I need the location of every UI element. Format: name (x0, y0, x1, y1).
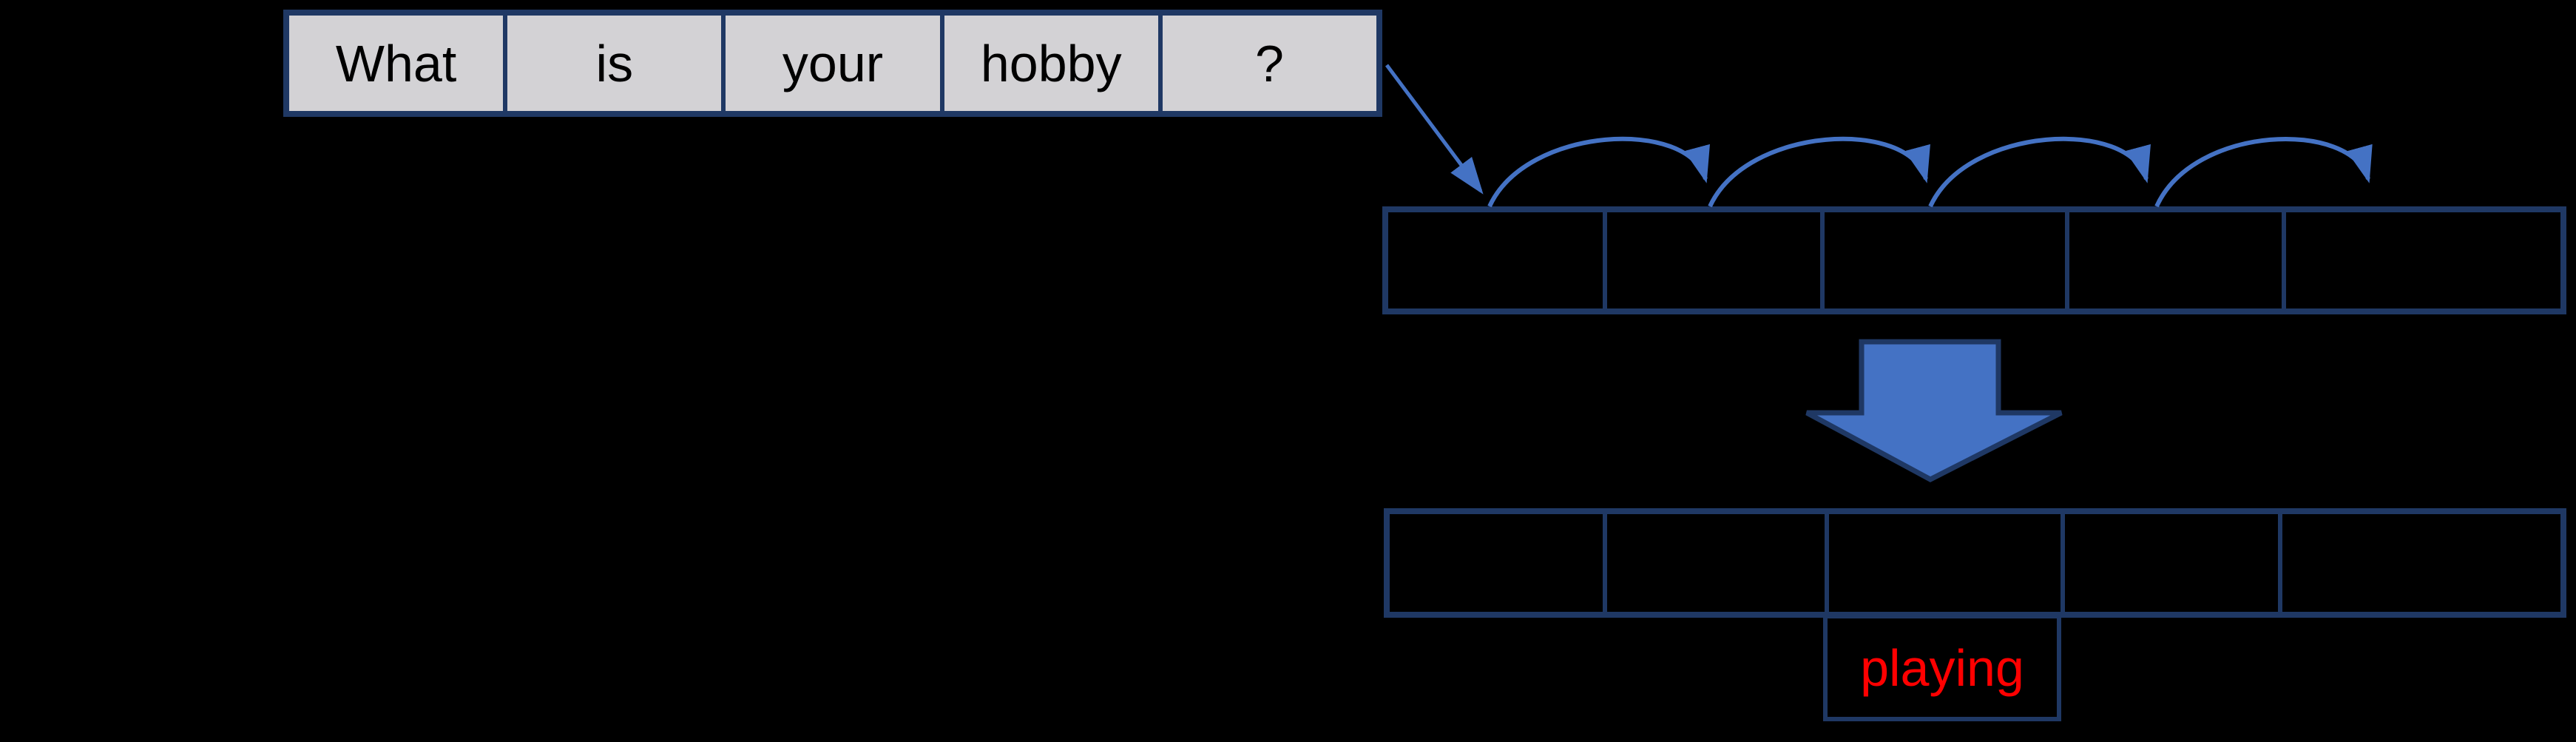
token-cell (1390, 514, 1603, 612)
token-row-top (1382, 206, 2566, 314)
token-cell (2060, 514, 2278, 612)
input-to-tokens-arrow-icon (1385, 64, 1484, 195)
hop-arc-arrow-3-icon (1928, 136, 2151, 208)
word-cell: your (721, 16, 940, 111)
predicted-word-box: playing (1823, 614, 2061, 721)
token-cell (1820, 212, 2065, 308)
input-sentence-row: What is your hobby ? (283, 10, 1382, 117)
big-down-arrow-icon (1805, 339, 2063, 482)
token-row-bottom (1384, 508, 2566, 618)
token-cell (1388, 212, 1603, 308)
token-cell (2281, 212, 2560, 308)
token-cell (1603, 514, 1825, 612)
word-label: What (335, 34, 457, 92)
word-label: your (782, 34, 884, 92)
word-label: is (595, 34, 634, 92)
token-cell (2064, 212, 2282, 308)
word-cell: is (503, 16, 722, 111)
word-cell: ? (1157, 16, 1377, 111)
word-label: hobby (980, 34, 1122, 92)
word-cell: hobby (939, 16, 1158, 111)
hop-arc-arrow-2-icon (1708, 136, 1930, 208)
predicted-word-label: playing (1860, 638, 2024, 697)
token-cell (2277, 514, 2560, 612)
hop-arc-arrow-4-icon (2154, 137, 2373, 208)
token-cell (1825, 514, 2061, 612)
hop-arc-arrow-1-icon (1487, 136, 1710, 208)
token-cell (1603, 212, 1820, 308)
word-label: ? (1254, 34, 1284, 92)
word-cell: What (289, 16, 504, 111)
